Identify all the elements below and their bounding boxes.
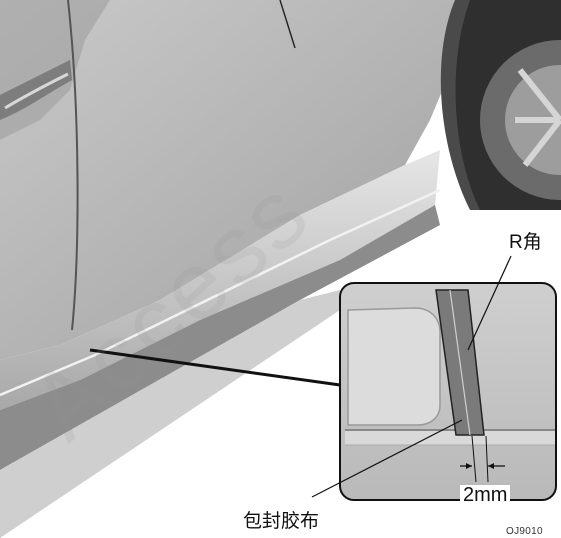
dimension-label: 2mm — [460, 485, 511, 505]
wheel-arch — [440, 0, 561, 210]
detail-leader-line — [89, 348, 341, 387]
side-sill — [0, 150, 441, 538]
r-corner-leader-line — [467, 255, 512, 351]
tape-leader-line — [311, 419, 463, 498]
r-corner-label: R角 — [509, 232, 542, 253]
door-handle — [0, 60, 72, 120]
figure-code: OJ9010 — [506, 526, 543, 537]
protective-tape-label: 包封胶布 — [243, 511, 320, 532]
dimension-marker — [460, 435, 505, 483]
detail-inset — [339, 282, 557, 501]
